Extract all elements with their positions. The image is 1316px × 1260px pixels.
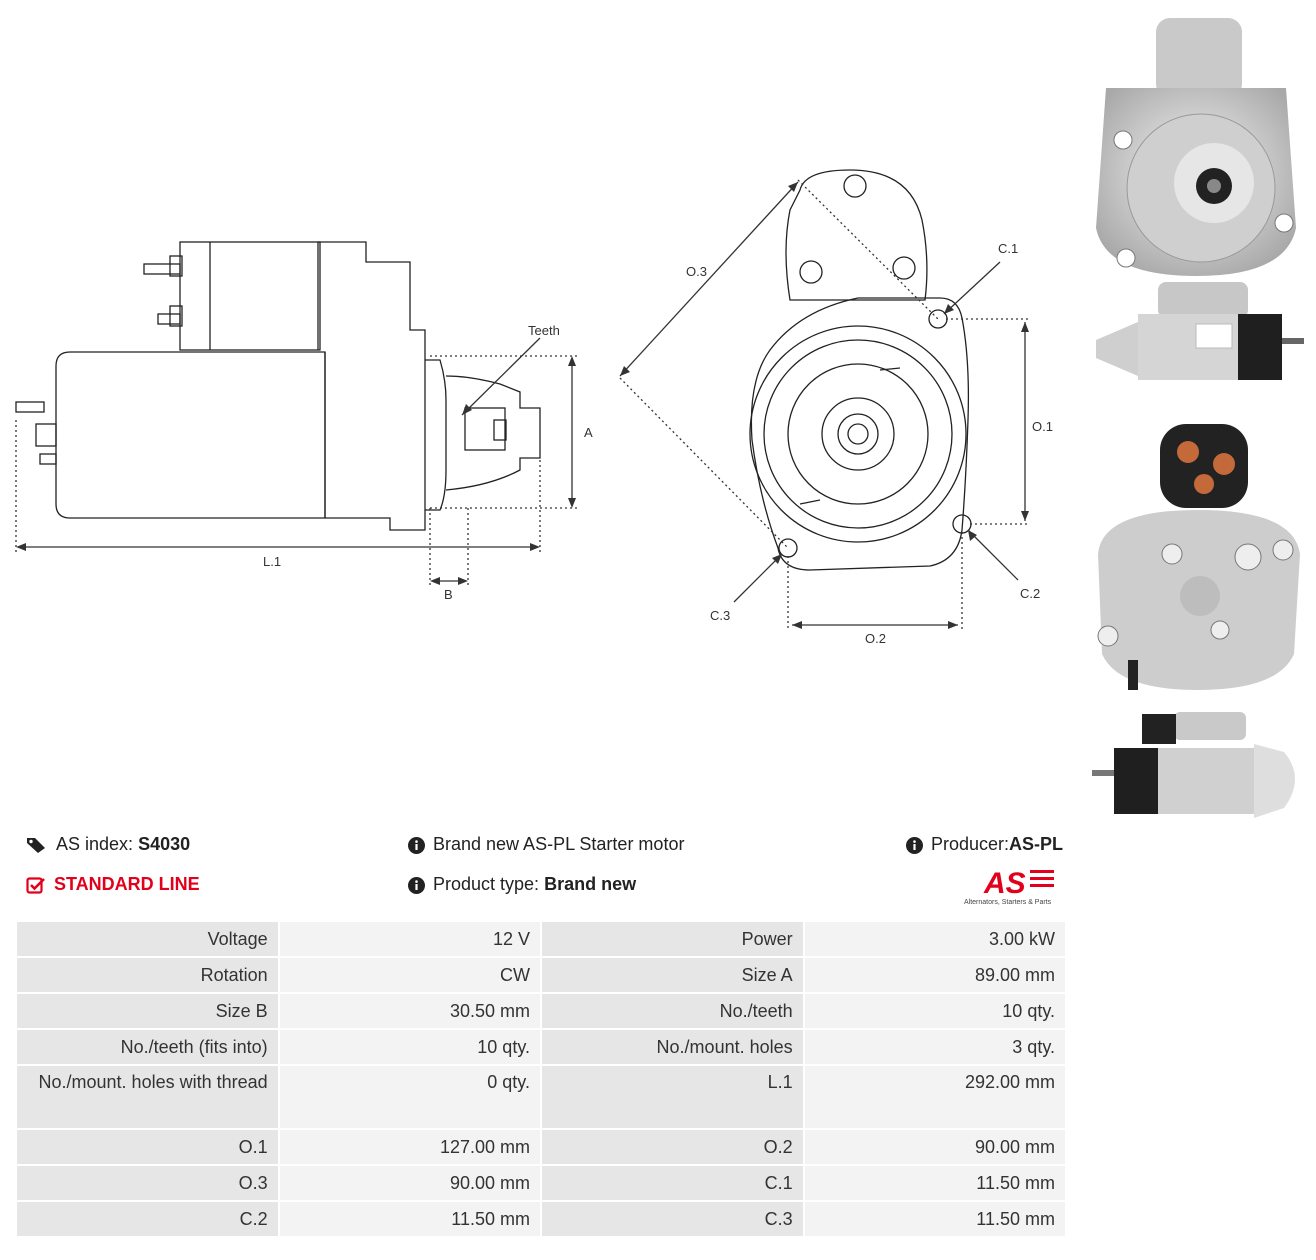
info-icon	[906, 836, 923, 854]
spec-label: O.1	[15, 1128, 280, 1166]
info-icon	[408, 876, 425, 894]
product-type-label: Product type:	[433, 874, 540, 894]
producer-row: Producer:AS-PL	[906, 833, 1063, 855]
spec-value: 11.50 mm	[802, 1164, 1068, 1202]
spec-label: Size B	[15, 992, 280, 1030]
photo-top-view	[1088, 708, 1310, 832]
spec-value: 10 qty.	[277, 1028, 542, 1066]
spec-value: CW	[277, 956, 542, 994]
producer-label: Producer:	[931, 834, 1010, 854]
table-row: Voltage 12 V Power 3.00 kW	[15, 920, 1068, 958]
brand-row: Brand new AS-PL Starter motor	[408, 833, 684, 855]
spec-value: 90.00 mm	[277, 1164, 542, 1202]
spec-table: Voltage 12 V Power 3.00 kW Rotation CW S…	[15, 920, 1068, 1238]
spec-value: 90.00 mm	[802, 1128, 1068, 1166]
table-row: Rotation CW Size A 89.00 mm	[15, 956, 1068, 994]
spec-value: 3 qty.	[802, 1028, 1068, 1066]
photo-front-view	[1086, 8, 1312, 282]
table-row: No./mount. holes with thread 0 qty. L.1 …	[15, 1064, 1068, 1130]
check-square-icon	[26, 877, 45, 894]
label-c1: C.1	[998, 241, 1018, 256]
label-c3: C.3	[710, 608, 730, 623]
producer-value: AS-PL	[1009, 834, 1064, 854]
table-row: O.3 90.00 mm C.1 11.50 mm	[15, 1164, 1068, 1202]
as-logo-text: AS	[983, 867, 1026, 900]
as-index-label: AS index:	[56, 834, 134, 854]
tags-icon	[27, 838, 45, 854]
as-logo-tagline: Alternators, Starters & Parts	[964, 899, 1052, 906]
spec-value: 89.00 mm	[802, 956, 1068, 994]
spec-label: C.2	[15, 1200, 280, 1238]
label-o1: O.1	[1032, 419, 1053, 434]
table-row: Size B 30.50 mm No./teeth 10 qty.	[15, 992, 1068, 1030]
label-teeth: Teeth	[528, 323, 560, 338]
spec-value: 10 qty.	[802, 992, 1068, 1030]
label-b: B	[444, 587, 453, 602]
technical-drawing: Teeth A B L.1 O.1 O.2 O.3 C.1 C.2 C.3	[15, 169, 1053, 646]
spec-value: 127.00 mm	[277, 1128, 542, 1166]
spec-label: O.3	[15, 1164, 280, 1202]
photo-side-view	[1088, 278, 1310, 402]
spec-value: 0 qty.	[277, 1064, 542, 1130]
product-type-row: Product type: Brand new	[408, 873, 636, 895]
label-l1: L.1	[263, 554, 281, 569]
standard-line-row: STANDARD LINE	[26, 873, 200, 895]
info-icon	[408, 836, 425, 854]
spec-label: L.1	[539, 1064, 805, 1130]
product-type-value: Brand new	[544, 874, 637, 894]
spec-value: 30.50 mm	[277, 992, 542, 1030]
spec-value: 11.50 mm	[802, 1200, 1068, 1238]
spec-label: C.3	[539, 1200, 805, 1238]
spec-label: O.2	[539, 1128, 805, 1166]
spec-value: 3.00 kW	[802, 920, 1068, 958]
spec-value: 12 V	[277, 920, 542, 958]
spec-label: No./teeth (fits into)	[15, 1028, 280, 1066]
table-row: No./teeth (fits into) 10 qty. No./mount.…	[15, 1028, 1068, 1066]
spec-label: Voltage	[15, 920, 280, 958]
table-row: O.1 127.00 mm O.2 90.00 mm	[15, 1128, 1068, 1166]
spec-label: No./mount. holes with thread	[15, 1064, 280, 1130]
table-row: C.2 11.50 mm C.3 11.50 mm	[15, 1200, 1068, 1238]
standard-line-label: STANDARD LINE	[54, 874, 200, 894]
label-o3: O.3	[686, 264, 707, 279]
label-c2: C.2	[1020, 586, 1040, 601]
label-a: A	[584, 425, 593, 440]
spec-label: Rotation	[15, 956, 280, 994]
spec-label: Size A	[539, 956, 805, 994]
brand-text: Brand new AS-PL Starter motor	[433, 834, 685, 854]
photo-rear-view	[1088, 414, 1310, 696]
spec-label: C.1	[539, 1164, 805, 1202]
as-index-value: S4030	[138, 834, 191, 854]
spec-value: 292.00 mm	[802, 1064, 1068, 1130]
as-logo: AS Alternators, Starters & Parts	[964, 867, 1054, 906]
spec-value: 11.50 mm	[277, 1200, 542, 1238]
spec-label: No./mount. holes	[539, 1028, 805, 1066]
as-index-row: AS index: S4030	[26, 833, 190, 855]
label-o2: O.2	[865, 631, 886, 646]
spec-label: Power	[539, 920, 805, 958]
spec-label: No./teeth	[539, 992, 805, 1030]
